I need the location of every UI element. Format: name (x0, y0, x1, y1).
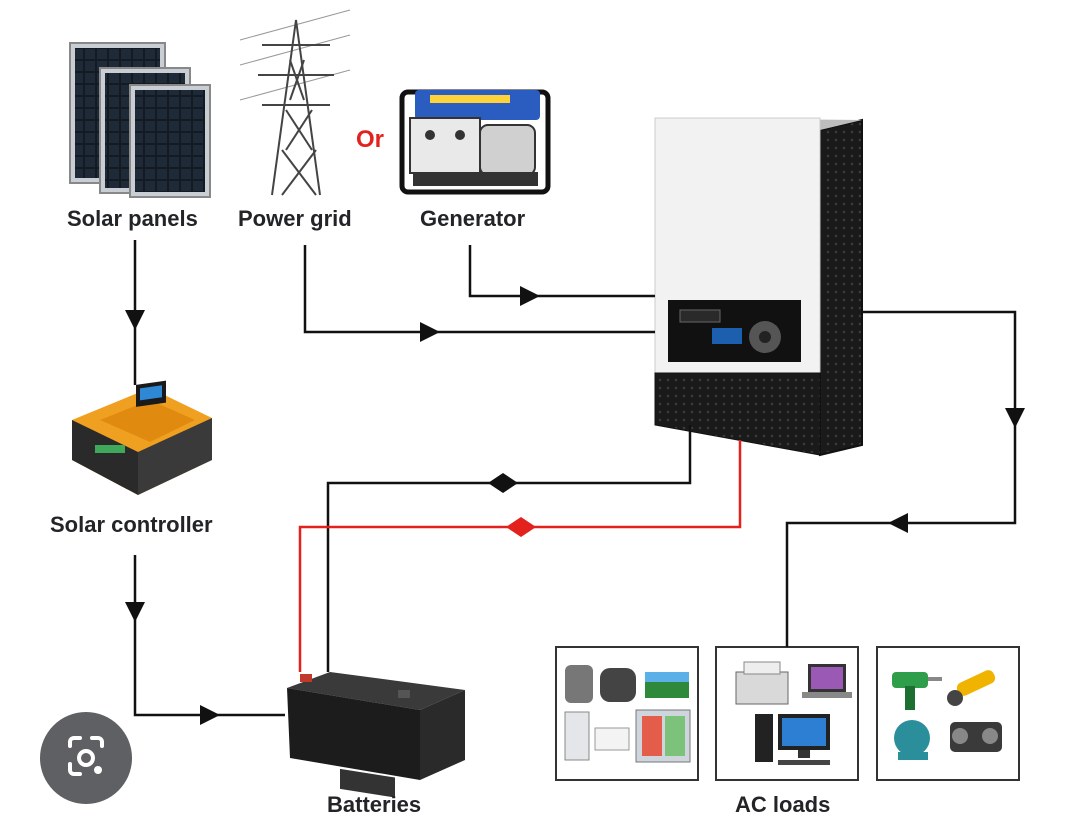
wire-positive-red (298, 440, 742, 672)
power-grid-label: Power grid (238, 206, 352, 231)
arrow-right-battery (200, 705, 220, 725)
or-label: Or (356, 126, 384, 153)
batteries-label: Batteries (327, 792, 422, 817)
arrow-left-loads (888, 513, 908, 533)
power-tower-icon (239, 9, 351, 196)
google-lens-button[interactable] (40, 712, 132, 804)
generator-icon (399, 89, 551, 195)
arrow-down-output (1005, 408, 1025, 428)
solar-panels-icon (69, 42, 211, 198)
arrow-right-grid (420, 322, 440, 342)
arrow-bidirectional-red (506, 517, 536, 537)
inverter-icon (654, 117, 863, 457)
arrow-bidirectional-black (488, 473, 518, 493)
flow-arrows (125, 286, 1025, 725)
power-tools-box (876, 646, 1020, 781)
solar-controller-icon (72, 380, 212, 495)
generator-label: Generator (420, 206, 526, 231)
battery-icon (287, 672, 465, 798)
google-lens-icon (68, 736, 104, 776)
wires-black (133, 240, 1017, 717)
solar-panels-label: Solar panels (67, 206, 198, 231)
solar-controller-label: Solar controller (50, 512, 213, 537)
arrow-down-controller (125, 602, 145, 622)
ac-loads-group (555, 646, 1020, 781)
arrow-down-panels (125, 310, 145, 330)
ac-loads-label: AC loads (735, 792, 831, 817)
arrow-right-generator (520, 286, 540, 306)
